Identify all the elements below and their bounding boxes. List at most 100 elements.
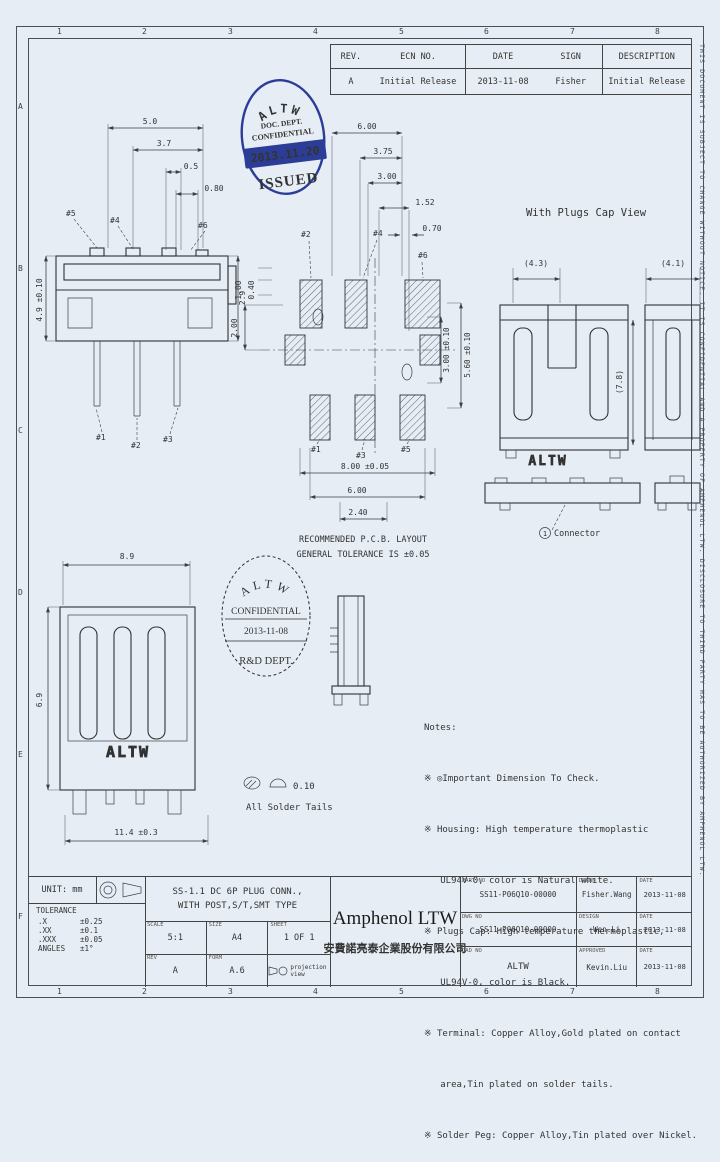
dim-label: 4.9 ±0.10 [35, 278, 44, 322]
tolerance-value: ±0.05 [80, 935, 103, 944]
form-label: FORM [208, 955, 222, 961]
tolerance-key: .XX [38, 926, 52, 935]
outer-border [16, 26, 704, 998]
dim-label: 6.00 [347, 486, 366, 495]
zone-number: 1 [57, 27, 62, 36]
pin-callout: #4 [110, 216, 120, 225]
ecn-header: ECN NO. [400, 51, 436, 62]
sheet-label: SHEET [270, 922, 287, 928]
solder-tail-icon [243, 776, 261, 790]
pad-callout: #6 [418, 251, 428, 260]
stamp-date: 2013-11-08 [244, 627, 288, 637]
projection-cell: projection view [268, 954, 330, 987]
scale-label: SCALE [147, 922, 164, 928]
notes-title: Notes: [424, 723, 457, 733]
description-line2: WITH POST,S/T,SMT TYPE [177, 901, 298, 911]
dim-label: 8.00 ±0.05 [341, 462, 389, 471]
coplanarity-value: 0.10 [293, 782, 315, 792]
pin-callout: #6 [198, 221, 208, 230]
zone-number: 6 [484, 27, 489, 36]
dim-label: 5.60 ±0.10 [463, 332, 472, 378]
dim-label: 1.52 [415, 198, 434, 207]
form-value: A.6 [229, 965, 245, 976]
pin-callout: #1 [96, 433, 106, 442]
cap-side-view [644, 304, 701, 451]
dwg-no-value: SS11-P06Q10-00000 [479, 925, 557, 934]
sign-value: Fisher [555, 76, 587, 87]
sign-header: SIGN [560, 51, 581, 62]
date-label: DATE [639, 914, 653, 920]
dim-label: 8.9 [120, 552, 135, 561]
revision-table-row: A Initial Release 2013-11-08 Fisher Init… [331, 69, 691, 94]
note-line: ※ Housing: High temperature thermoplasti… [424, 825, 649, 835]
dwg-no-label: DWG NO [462, 914, 482, 920]
dim-label: (7.8) [615, 370, 624, 394]
part-no-label: PART NO [462, 878, 486, 884]
zone-number: 2 [142, 987, 147, 996]
zone-number: 4 [313, 987, 318, 996]
design-value: Wen.Li [593, 925, 621, 934]
tolerance-value: ±0.1 [80, 926, 99, 935]
unit-row: UNIT: mm [28, 877, 145, 904]
view-pcb-layout: 6.00 3.75 3.00 1.52 0.70 1.00 0.40 2.00 … [230, 122, 472, 560]
company-logo-block: Amphenol LTW 安費諾亮泰企業股份有限公司 [324, 877, 467, 987]
approval-block: PART NO SS11-P06Q10-00000 DRAWN Fisher.W… [460, 877, 692, 987]
rev-row: REV A FORM A.6 projection view [145, 954, 330, 987]
dim-label: 6.9 [35, 693, 44, 708]
pin-callout: #2 [131, 441, 141, 450]
note-line: ※ Solder Peg: Copper Alloy,Tin plated ov… [424, 1131, 698, 1141]
design-cell: DESIGN Wen.Li [577, 913, 638, 946]
pin-callout: #5 [66, 209, 76, 218]
rev-value: A [348, 76, 354, 87]
rev-cell: REV A [145, 954, 207, 987]
design-label: DESIGN [578, 914, 599, 920]
stamp-oval [221, 555, 311, 677]
size-value: A4 [231, 932, 243, 943]
tolerance-value: ±1° [80, 944, 94, 953]
size-cell: SIZE A4 [207, 921, 269, 954]
stamp-date-banner [243, 139, 327, 169]
date-cell: DATE 2013-11-08 [637, 913, 692, 946]
inner-border [28, 38, 692, 986]
approved-value: Kevin.Liu [586, 962, 628, 972]
description-value: Initial Release [601, 69, 692, 94]
coplanarity-label: All Solder Tails [246, 803, 333, 813]
pad-callout: #4 [373, 229, 383, 238]
pcb-pads [284, 279, 441, 441]
part-description: SS-1.1 DC 6P PLUG CONN., WITH POST,S/T,S… [145, 877, 330, 922]
view-plugs-cap: With Plugs Cap View (4.3) (4.1) (7.8) AL… [484, 207, 701, 539]
dim-label: 0.5 [184, 162, 199, 171]
zone-number: 7 [570, 27, 575, 36]
approved-cell: APPROVED Kevin.Liu [577, 947, 638, 987]
ecn-value: Initial Release [379, 76, 457, 87]
pcb-caption-line2: GENERAL TOLERANCE IS ±0.05 [296, 550, 429, 560]
part-no-value: SS11-P06Q10-00000 [479, 890, 557, 899]
title-block: UNIT: mm TOLERANCE .X±0.25 .XX±0.1 .XXX±… [28, 876, 692, 987]
zone-letter: D [18, 588, 23, 597]
note-line: UL94V-0, color is Black. [424, 978, 571, 988]
form-cell: FORM A.6 [207, 954, 269, 987]
date-c ell: DATE 2013-11-08 [637, 947, 692, 987]
dim-label: 0.80 [204, 184, 223, 193]
view-front-face: 8.9 ALTW 6.9 11.4 ±0.3 [35, 552, 209, 845]
connector-section-body [55, 247, 237, 417]
dim-label: 2.9 [238, 291, 247, 306]
sheet-value: 1 OF 1 [283, 932, 315, 943]
date-value: 2013-11-08 [465, 69, 540, 94]
part-no-cell: PART NO SS11-P06Q10-00000 [460, 877, 577, 912]
stamp-confidential: CONFIDENTIAL [231, 607, 301, 617]
revision-table: REV. ECN NO. DATE SIGN DESCRIPTION A Ini… [330, 44, 692, 95]
tolerance-key: .XXX [38, 935, 57, 944]
approval-row: CAD NO ALTW APPROVED Kevin.Liu DATE 2013… [460, 947, 692, 987]
coplanarity-callout: 0.10 All Solder Tails [243, 776, 333, 813]
unit-label: UNIT: mm [28, 877, 97, 903]
stamp-status: ISSUED [258, 170, 320, 193]
dim-label: 1.00 [234, 280, 243, 299]
note-line: ※ Plugs Cap: High temperature thermoplas… [424, 927, 665, 937]
zone-number: 8 [655, 27, 660, 36]
dim-label: 5.0 [143, 117, 158, 126]
rev-header: REV. [340, 51, 362, 62]
engineering-drawing-sheet: { "sheet": { "bg_color": "#e7edf4", "lin… [16, 26, 706, 1141]
stamp-dept: R&D DEPT. [239, 656, 292, 667]
drawn-value: Fisher.Wang [581, 890, 632, 899]
